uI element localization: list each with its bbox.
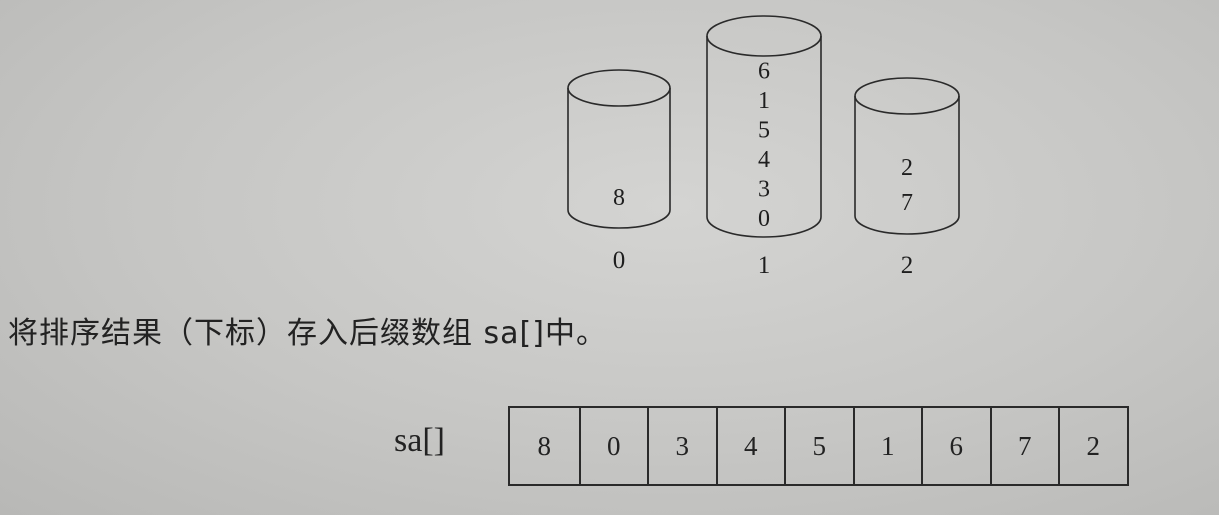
suffix-array-cell: 6 [921, 408, 990, 484]
bucket-body [706, 36, 822, 238]
bucket-index-label: 2 [901, 252, 914, 279]
suffix-array-cell: 5 [784, 408, 853, 484]
suffix-array-label: sa[] [394, 422, 445, 459]
bucket-rim [567, 69, 671, 107]
bucket-body [854, 96, 960, 235]
bucket-body [567, 88, 671, 229]
bucket-item: 1 [758, 88, 770, 114]
bucket-0: 80 [567, 69, 671, 274]
bucket-item: 6 [758, 59, 770, 85]
bucket-item: 8 [613, 185, 625, 211]
suffix-array-cell: 8 [537, 430, 552, 461]
suffix-array-cell: 7 [989, 408, 1059, 484]
bucket-index-label: 1 [758, 252, 771, 279]
bucket-item: 0 [758, 206, 770, 232]
bucket-item: 2 [901, 155, 913, 181]
caption-text: 将排序结果（下标）存入后缀数组 sa[]中。 [8, 316, 607, 351]
suffix-array-cell: 3 [647, 408, 716, 484]
suffix-array-cell: 2 [1058, 408, 1127, 484]
suffix-array-cell: 1 [852, 408, 922, 484]
bucket-index-label: 0 [613, 247, 626, 274]
bucket-2: 2 7 2 [854, 77, 960, 279]
bucket-1: 6 1 5 4 3 0 1 [706, 15, 822, 279]
bucket-item: 5 [758, 118, 770, 144]
bucket-item: 4 [758, 147, 770, 173]
bucket-item: 7 [901, 190, 913, 216]
bucket-rim [854, 77, 960, 115]
suffix-array-cell: 0 [578, 408, 648, 484]
suffix-array-cell: 4 [715, 408, 785, 484]
bucket-item: 3 [758, 177, 770, 203]
bucket-rim [706, 15, 822, 57]
